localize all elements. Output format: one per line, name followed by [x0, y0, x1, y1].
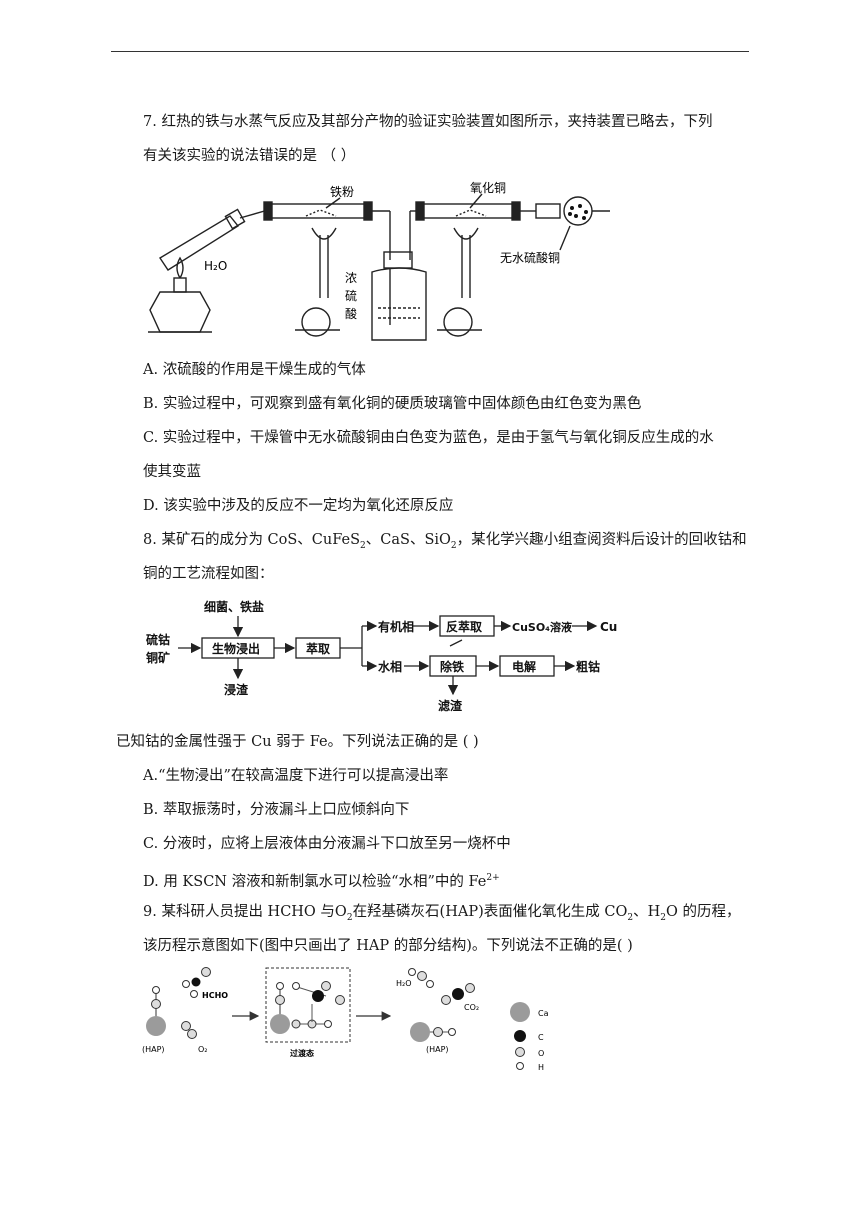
legend-ca: Ca: [538, 1009, 549, 1018]
q8-stem-line2: 铜的工艺流程如图：: [143, 566, 274, 582]
q8-option-a: A.“生物浸出”在较高温度下进行可以提高浸出率: [143, 768, 449, 784]
legend-o: O: [538, 1049, 544, 1058]
q8-option-c: C. 分液时，应将上层液体由分液漏斗下口放至另一烧杯中: [143, 836, 511, 852]
q9-label-hap2: (HAP): [426, 1045, 449, 1054]
legend-h: H: [538, 1063, 544, 1072]
q9-label-co2: CO₂: [464, 1003, 479, 1012]
flow-tongkuang: 铜矿: [146, 650, 170, 665]
flow-dianjie: 电解: [512, 659, 536, 674]
q7-option-c-line2: 使其变蓝: [143, 464, 201, 480]
flow-cuso4: CuSO₄溶液: [512, 620, 573, 634]
q8-stem-line1: 8. 某矿石的成分为 CoS、CuFeS2、CaS、SiO2，某化学兴趣小组查阅…: [143, 532, 747, 551]
q9-label-hap: (HAP): [142, 1045, 165, 1054]
label-yanghuatong: 氧化铜: [470, 180, 506, 195]
label-nong: 浓: [345, 271, 357, 285]
flow-jinzha: 浸渣: [224, 682, 249, 697]
q9-label-guodutai: 过渡态: [290, 1048, 314, 1058]
q7-option-a: A. 浓硫酸的作用是干燥生成的气体: [143, 362, 366, 378]
q8-option-b: B. 萃取振荡时，分液漏斗上口应倾斜向下: [143, 802, 410, 818]
q9-mechanism-figure: (HAP) HCHO O₂ 过渡态 H₂O CO₂ (HAP) Ca C O H: [142, 967, 549, 1072]
flow-cugu: 粗钴: [576, 659, 600, 674]
q7-stem-line1: 7. 红热的铁与水蒸气反应及其部分产物的验证实验装置如图所示，夹持装置已略去，下…: [143, 114, 713, 130]
q9-label-hcho: HCHO: [202, 991, 228, 1000]
q7-option-c-line1: C. 实验过程中，干燥管中无水硫酸铜由白色变为蓝色，是由于氢气与氧化铜反应生成的…: [143, 430, 714, 446]
label-wushui: 无水硫酸铜: [500, 250, 560, 265]
header-rule: [111, 51, 749, 52]
q9-stem-line1: 9. 某科研人员提出 HCHO 与O2在羟基磷灰石(HAP)表面催化氧化生成 C…: [143, 904, 741, 923]
flow-cu: Cu: [600, 620, 617, 634]
q8-known: 已知钴的金属性强于 Cu 弱于 Fe。下列说法正确的是 ( ): [116, 734, 479, 750]
label-liu: 硫: [345, 288, 357, 303]
flow-chutie: 除铁: [440, 659, 464, 674]
flow-liugu: 硫钴: [146, 632, 170, 647]
legend-c: C: [538, 1033, 544, 1042]
q8-flowchart: 细菌、铁盐 硫钴 铜矿 生物浸出 浸渣 萃取 有机相 反萃取 CuSO₄溶液 C…: [146, 599, 617, 713]
q7-apparatus-figure: 铁粉 氧化铜 H₂O 无水硫酸铜 浓 硫 酸: [148, 180, 610, 341]
q9-stem-line2: 该历程示意图如下(图中只画出了 HAP 的部分结构)。下列说法不正确的是( ): [143, 938, 633, 954]
q9-label-h2o: H₂O: [396, 979, 412, 988]
flow-cuiqu: 萃取: [306, 641, 330, 656]
label-suan: 酸: [345, 306, 357, 321]
q8-option-d: D. 用 KSCN 溶液和新制氯水可以检验“水相”中的 Fe2+: [143, 873, 500, 890]
q7-option-b: B. 实验过程中，可观察到盛有氧化铜的硬质玻璃管中固体颜色由红色变为黑色: [143, 396, 642, 412]
flow-lvzha: 滤渣: [438, 698, 463, 713]
label-h2o: H₂O: [204, 259, 227, 273]
flow-youji: 有机相: [378, 619, 414, 634]
q9-label-o2: O₂: [198, 1045, 208, 1054]
flow-fancuiqu: 反萃取: [446, 619, 482, 634]
label-tiefen: 铁粉: [330, 185, 354, 199]
flow-xijun: 细菌、铁盐: [204, 599, 264, 614]
q7-stem-line2: 有关该实验的说法错误的是 （ ）: [143, 148, 356, 164]
flow-shuixiang: 水相: [378, 659, 402, 674]
flow-jinchu: 生物浸出: [212, 641, 260, 656]
q7-option-d: D. 该实验中涉及的反应不一定均为氧化还原反应: [143, 498, 454, 514]
